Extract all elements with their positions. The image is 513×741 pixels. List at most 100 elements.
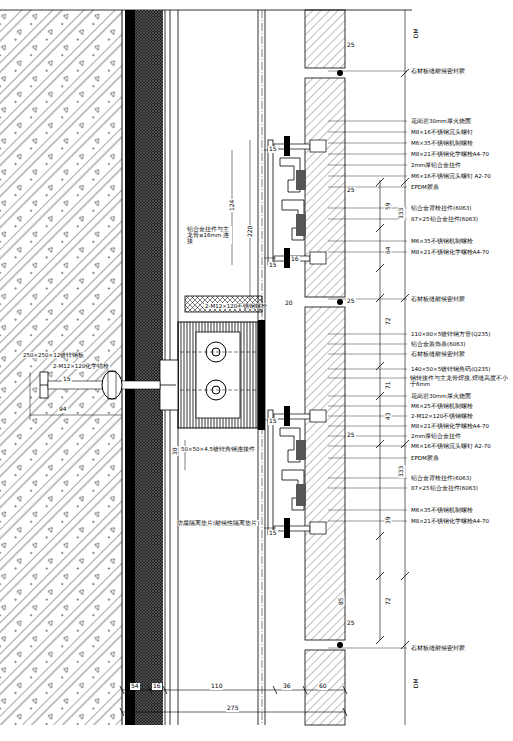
dimension-value: 333 bbox=[398, 207, 405, 220]
callout-note: 花岗岩30mm厚火烧面 bbox=[410, 118, 472, 124]
callout-note: 石材板缝耐候密封胶 bbox=[410, 296, 466, 302]
callout-note: 花岗岩30mm厚火烧面 bbox=[410, 393, 472, 399]
callout-note: 2-M12×120不锈钢螺栓 bbox=[410, 413, 474, 419]
leader-line bbox=[328, 241, 407, 242]
dimension-value: 25 bbox=[346, 187, 356, 194]
callout-note: 140×50×5镀锌钢角码(Q235) bbox=[410, 366, 491, 372]
dimension-value: 16 bbox=[152, 683, 162, 690]
leader-line bbox=[328, 378, 407, 379]
leader-line bbox=[328, 187, 407, 188]
callout-note: M6×16不锈钢沉头螺钉 A2-70 bbox=[410, 443, 492, 449]
dimension-value: 20 bbox=[284, 300, 294, 307]
callout-note: M6×35不锈钢机制螺栓 bbox=[410, 507, 474, 513]
dimension-value: 59 bbox=[385, 201, 392, 211]
callout-note: 250×250×12镀锌钢板 bbox=[22, 352, 85, 358]
leader-line bbox=[328, 334, 407, 335]
leader-line bbox=[328, 132, 407, 133]
leader-line bbox=[328, 354, 407, 355]
dimension-value: 16 bbox=[290, 256, 300, 263]
leader-line bbox=[328, 121, 407, 122]
callout-note: 铝合金装饰条(6063) bbox=[410, 341, 466, 347]
leader-line bbox=[328, 219, 407, 220]
leader-line bbox=[328, 396, 407, 397]
dimension-value: 15 bbox=[268, 418, 278, 425]
dimension-value: 36 bbox=[282, 683, 292, 690]
callout-note: 2-M12×120不锈钢螺栓 bbox=[204, 303, 268, 309]
leader-line bbox=[328, 521, 407, 522]
callout-note: M6×35不锈钢机制螺栓 bbox=[410, 140, 474, 146]
dimension-value: 333 bbox=[398, 465, 405, 478]
dimension-value: 15 bbox=[62, 376, 72, 383]
callout-note: 2-M12×120化学锚栓 bbox=[52, 363, 110, 369]
dimension-value: 60 bbox=[318, 683, 328, 690]
callout-note: EPDM胶条 bbox=[410, 184, 440, 190]
leader-line bbox=[328, 165, 407, 166]
callout-note: 87×25铝合金挂件(6063) bbox=[410, 216, 479, 222]
dimension-value: 220 bbox=[247, 225, 254, 238]
leader-line bbox=[328, 252, 407, 253]
dimension-value: 54 bbox=[130, 683, 140, 690]
callout-note: 钢转接件与主龙骨焊接,焊缝高度不小于6mm bbox=[409, 375, 509, 387]
callout-note: M8×21不锈钢化学螺栓A4-70 bbox=[410, 249, 490, 255]
dimension-value: 275 bbox=[226, 705, 239, 712]
leader-line bbox=[328, 154, 407, 155]
dimension-value: 85 bbox=[338, 596, 345, 606]
leader-line bbox=[328, 488, 407, 489]
leader-line bbox=[328, 458, 407, 459]
callout-note: 石材板缝耐候密封胶 bbox=[410, 351, 466, 357]
callout-note: 石材板缝耐候密封胶 bbox=[410, 645, 466, 651]
callout-note: 2mm厚铝合金挂件 bbox=[410, 162, 462, 168]
callout-note: M8×21不锈钢化学螺栓A4-70 bbox=[410, 151, 490, 157]
leader-line bbox=[328, 344, 407, 345]
dimension-value: 15 bbox=[268, 530, 278, 537]
leader-line bbox=[328, 71, 407, 72]
dimension-value: 15 bbox=[268, 146, 278, 153]
callout-note: 防腐隔离垫片(耐候性隔离垫片) bbox=[176, 520, 260, 526]
callout-note: 2mm厚铝合金挂件 bbox=[410, 433, 462, 439]
leader-line bbox=[328, 176, 407, 177]
leader-line bbox=[328, 143, 407, 144]
leader-line bbox=[328, 426, 407, 427]
dimension-value: 30 bbox=[172, 446, 179, 456]
dimension-value: 72 bbox=[385, 316, 392, 326]
leader-line bbox=[328, 648, 407, 649]
dimension-value: 124 bbox=[229, 199, 236, 212]
leader-line bbox=[328, 369, 407, 370]
leader-line bbox=[328, 406, 407, 407]
callout-note: 50×50×4.5镀锌角钢连接件 bbox=[180, 446, 256, 452]
leader-line bbox=[328, 446, 407, 447]
dimension-value: 39 bbox=[385, 515, 392, 525]
leader-line bbox=[328, 478, 407, 479]
leader-line bbox=[328, 416, 407, 417]
callout-note: 石材板缝耐候密封胶 bbox=[410, 68, 466, 74]
leader-line bbox=[328, 436, 407, 437]
dimension-value: 25 bbox=[346, 42, 356, 49]
dimension-value: 94 bbox=[58, 406, 68, 413]
dimension-value: 72 bbox=[385, 596, 392, 606]
dimension-value: 43 bbox=[385, 411, 392, 421]
dimension-value: 110 bbox=[210, 683, 223, 690]
callout-note: M6×35不锈钢机制螺栓 bbox=[410, 238, 474, 244]
dimension-value: 15 bbox=[268, 262, 278, 269]
callout-note: M6×25不锈钢机制螺栓 bbox=[410, 403, 474, 409]
callout-note: M8×16不锈钢沉头螺钉 bbox=[410, 129, 474, 135]
dimension-value: 25 bbox=[346, 432, 356, 439]
leader-line bbox=[328, 299, 407, 300]
callout-note: M8×21不锈钢化学螺栓A4-70 bbox=[410, 423, 490, 429]
dimension-value: 25 bbox=[346, 298, 356, 305]
callout-note: 87×25铝合金挂件(6063) bbox=[410, 485, 479, 491]
callout-note: 铝合金背栓挂件(6063) bbox=[410, 475, 472, 481]
dimension-value: 25 bbox=[346, 620, 356, 627]
callout-note: 铝合金背栓挂件(6063) bbox=[410, 205, 472, 211]
leader-line bbox=[328, 208, 407, 209]
callout-note: EPDM胶条 bbox=[410, 455, 440, 461]
leader-line bbox=[328, 510, 407, 511]
callout-note: M8×21不锈钢化学螺栓A4-70 bbox=[410, 518, 490, 524]
dimension-value: 71 bbox=[385, 380, 392, 390]
dimension-value: DM bbox=[413, 677, 420, 689]
callout-note: M6×16不锈钢沉头螺钉 A2-70 bbox=[410, 173, 492, 179]
callout-note: 铝合金挂件与主龙骨≥16mm 连接 bbox=[186, 226, 232, 244]
dimension-value: DM bbox=[413, 27, 420, 39]
callout-note: 110×80×5镀锌钢方管(Q235) bbox=[410, 331, 491, 337]
